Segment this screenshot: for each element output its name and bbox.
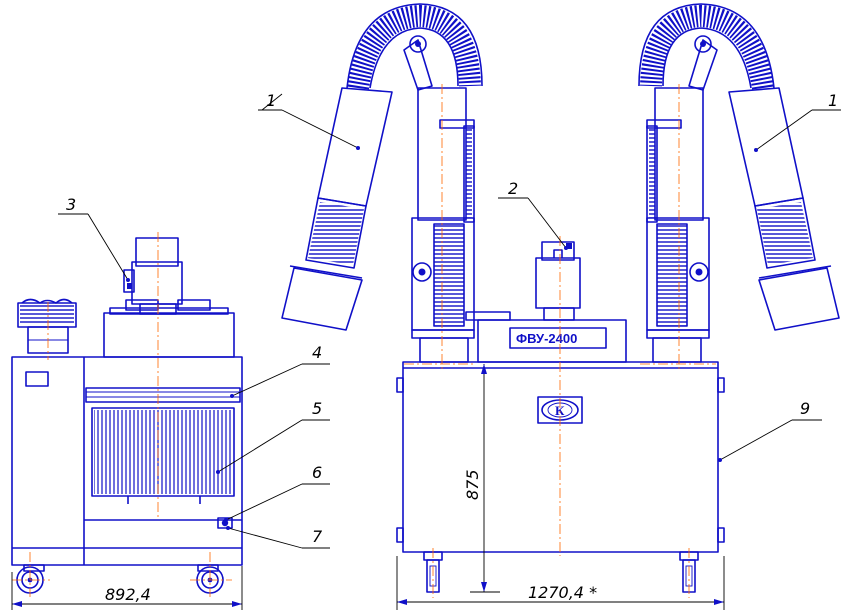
callout-3-label: 3 [66, 195, 76, 214]
side-view [11, 232, 243, 597]
right-extraction-arm [638, 3, 840, 363]
dim-side-width-label: 892,4 [105, 585, 151, 604]
callout-3: 3 [58, 195, 130, 282]
callout-2-label: 2 [508, 179, 518, 198]
model-plate-label: ФВУ-2400 [516, 331, 577, 346]
callout-7: 7 [226, 526, 330, 549]
callout-6: 6 [224, 463, 330, 522]
dim-front-width-label: 1270,4 * [528, 583, 597, 602]
callout-5-label: 5 [312, 399, 322, 418]
dim-side-width: 892,4 [11, 566, 243, 610]
callout-4-label: 4 [312, 343, 322, 362]
side-motor [123, 237, 183, 315]
dim-height-label: 875 [463, 469, 482, 500]
callout-1-left: 1 [258, 91, 360, 150]
callout-1-right: 1 [754, 91, 841, 152]
dim-front-width: 1270,4 * [396, 556, 725, 610]
callout-7-label: 7 [312, 527, 323, 546]
callout-9: 9 [718, 399, 822, 462]
side-cabinet [11, 356, 243, 566]
dim-height: 875 [463, 364, 500, 593]
front-cabinet [396, 361, 725, 553]
side-filter-cartridge [91, 407, 235, 504]
callout-6-label: 6 [312, 463, 322, 482]
callout-5: 5 [216, 399, 330, 474]
callout-1-right-label: 1 [828, 91, 838, 110]
front-center-module: ФВУ-2400 [477, 319, 627, 363]
side-caster-left [16, 564, 45, 594]
logo-letter: К [555, 403, 565, 418]
left-extraction-arm [281, 3, 511, 363]
callout-1-left-label: 1 [266, 91, 276, 110]
callout-9-label: 9 [800, 399, 810, 418]
side-hose-stub [17, 298, 77, 354]
callout-4: 4 [230, 343, 330, 398]
side-fan-housing [103, 299, 235, 358]
side-filter-rail [85, 387, 241, 403]
front-view: К ФВУ-2400 [281, 3, 840, 598]
callout-2: 2 [498, 179, 568, 250]
front-motor [535, 241, 581, 321]
